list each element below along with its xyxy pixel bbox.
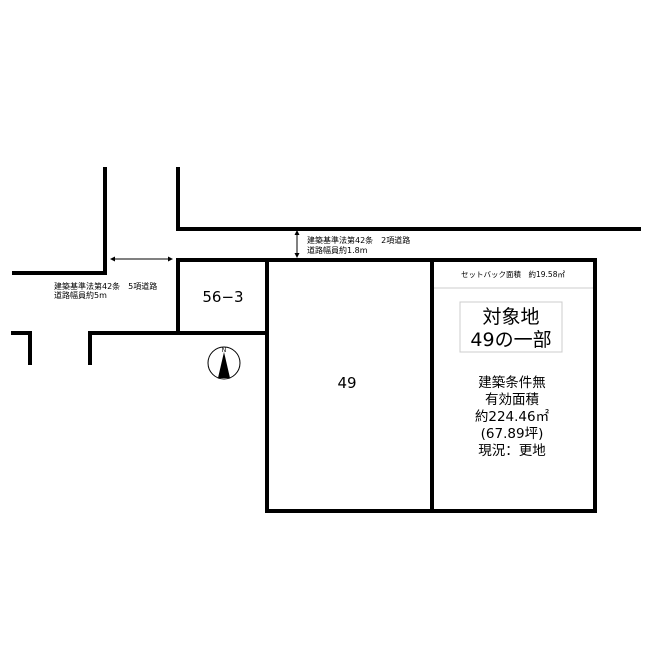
target-info-line: 約224.46㎡ <box>475 409 550 425</box>
lot-56-3-label: 56−3 <box>202 288 243 306</box>
target-title-box <box>459 301 563 353</box>
north-road-width-arrow <box>294 230 300 258</box>
west-road-width-arrow <box>110 256 173 262</box>
target-info-line: (67.89坪) <box>481 426 544 442</box>
north-compass-icon: N <box>207 346 241 380</box>
lot-49-label: 49 <box>337 374 356 392</box>
target-lot <box>430 258 597 513</box>
north-road-boundary <box>176 167 641 231</box>
target-info-line: 有効面積 <box>485 392 539 408</box>
west-road-boundary-left <box>12 167 107 275</box>
north-road-label-line2: 道路幅員約1.8m <box>307 245 368 255</box>
target-info-line: 建築条件無 <box>478 374 546 391</box>
target-info-line: 現況：更地 <box>478 443 546 459</box>
west-road-label-line1: 建築基準法第42条 5項道路 <box>54 281 157 291</box>
compass-n-label: N <box>222 347 227 354</box>
north-road-label-line1: 建築基準法第42条 2項道路 <box>307 235 410 245</box>
target-title-line1: 対象地 <box>482 306 539 328</box>
south-boundary-line <box>88 331 269 365</box>
southwest-corner-boundary <box>11 331 32 365</box>
target-title-line2: 49の一部 <box>470 329 551 351</box>
west-road-label-line2: 道路幅員約5m <box>54 290 107 300</box>
setback-area-label: セットバック面積 約19.58㎡ <box>461 269 565 279</box>
